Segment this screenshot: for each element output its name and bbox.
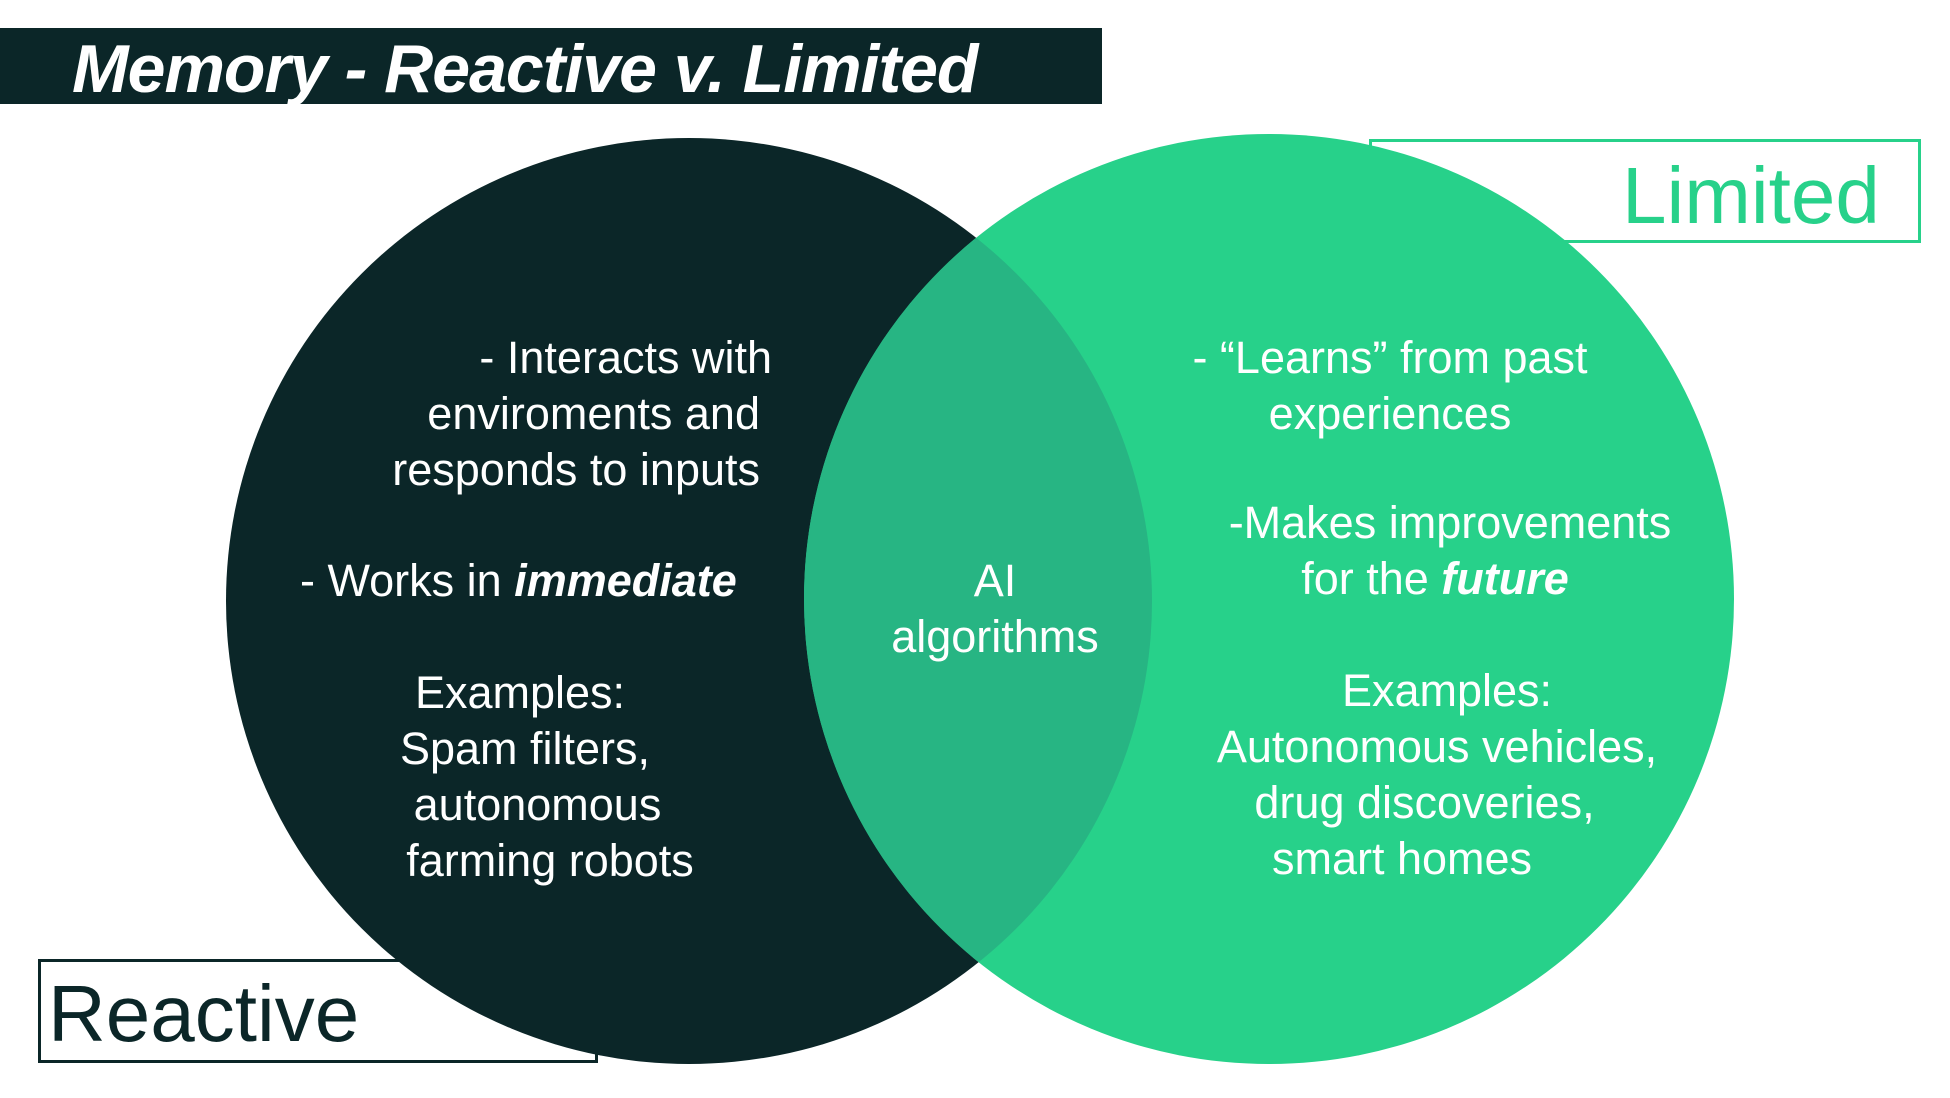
examples-label: Examples: [1341,665,1553,716]
limited-improvements: -Makes improvements for the future [1200,495,1700,607]
limited-future-prefix: for the [1301,553,1442,604]
limited-line: - “Learns” from past [1192,332,1588,383]
reactive-line: - Interacts with [479,332,772,383]
limited-examples: Examples: Autonomous vehicles, drug disc… [1187,663,1687,887]
reactive-description: - Interacts with enviroments and respond… [392,330,772,498]
example-item: smart homes [1271,833,1533,884]
overlap-line: algorithms [891,611,1099,662]
reactive-works-prefix: - Works in [300,555,515,606]
limited-label: Limited [1622,151,1880,240]
limited-line: for the future [1170,551,1700,607]
limited-line: experiences [1268,388,1512,439]
reactive-label: Reactive [48,969,360,1058]
reactive-works-emphasis: immediate [514,555,737,606]
page-title: Memory - Reactive v. Limited [72,31,978,107]
examples-label: Examples: [414,667,626,718]
title-bar [0,28,1102,104]
reactive-works: - Works in immediate [300,553,737,609]
overlap-text: AI algorithms [870,553,1120,665]
reactive-examples: Examples: Spam filters, autonomous farmi… [400,665,700,889]
example-item: Spam filters, [399,723,651,774]
limited-future-emphasis: future [1441,553,1569,604]
example-item: farming robots [406,835,694,886]
overlap-line: AI [973,555,1017,606]
limited-description: - “Learns” from past experiences [1160,330,1620,442]
reactive-line: responds to inputs [392,444,760,495]
example-item: autonomous [413,779,662,830]
example-item: drug discoveries, [1254,777,1595,828]
overlap-region [804,138,1152,1064]
reactive-line: enviroments and [427,388,760,439]
limited-line: -Makes improvements [1228,497,1672,548]
example-item: Autonomous vehicles, [1216,721,1658,772]
